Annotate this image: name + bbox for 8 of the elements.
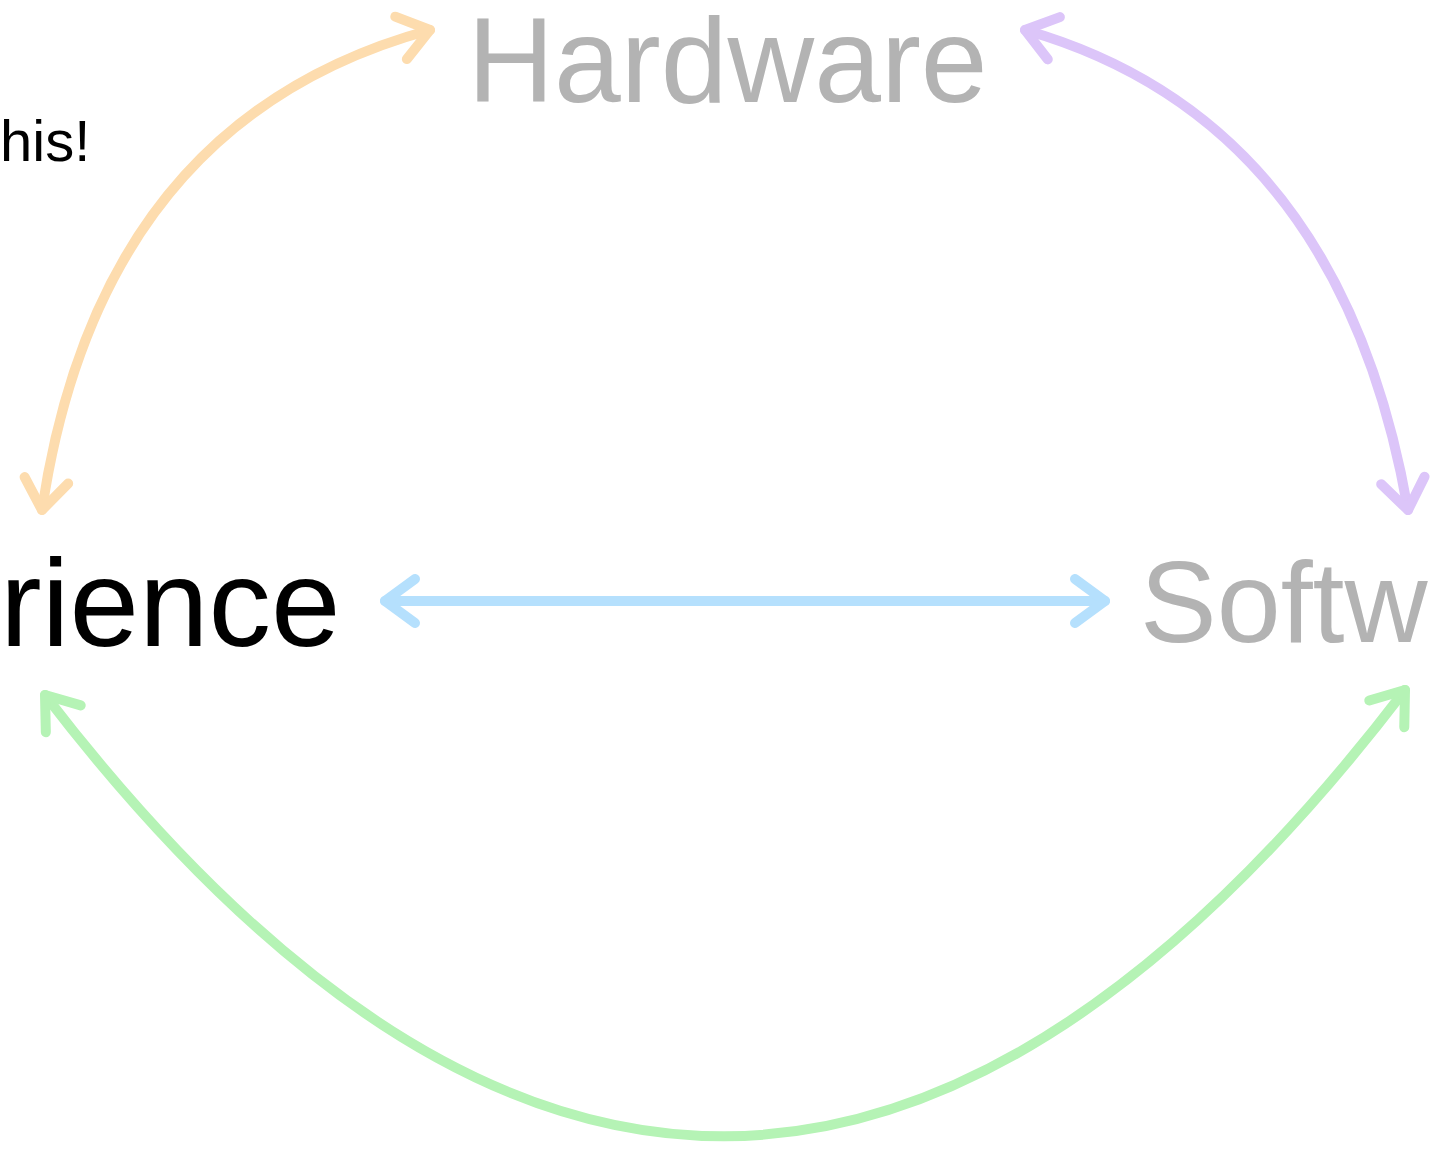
double-arrow [380, 574, 1110, 628]
text-label: his! [0, 112, 91, 170]
double-arrow [20, 13, 435, 515]
double-arrow [40, 685, 1410, 1142]
node-label: Softw [1140, 545, 1428, 660]
double-arrow [1020, 13, 1429, 515]
node-label: rience [0, 540, 341, 665]
node-label: Hardware [467, 0, 988, 120]
